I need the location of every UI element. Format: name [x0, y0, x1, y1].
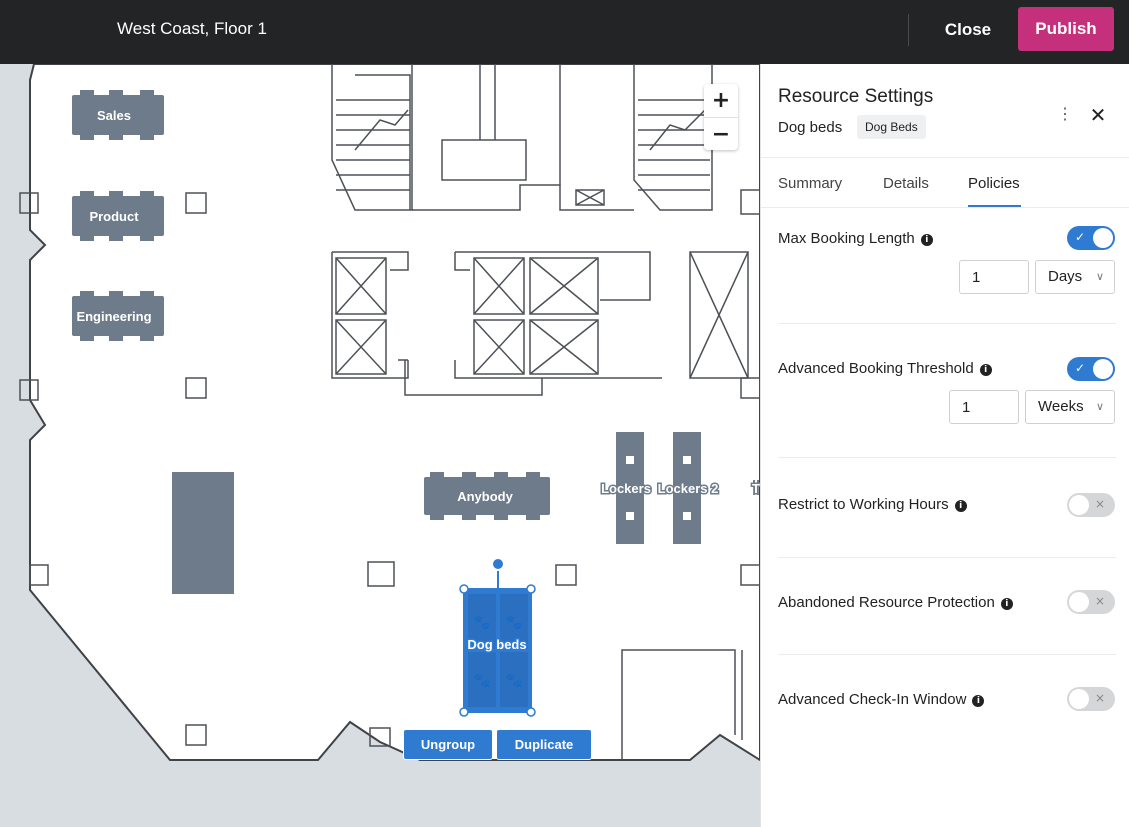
label-partial: T	[752, 481, 760, 496]
check-icon: ✓	[1075, 230, 1086, 244]
info-icon[interactable]: i	[972, 695, 985, 707]
select-value: Days	[1048, 268, 1083, 285]
floor-map[interactable]: 🐾 🐾 🐾 🐾 Sales Product Engineering Anybod…	[0, 64, 760, 827]
x-icon: ×	[1095, 497, 1106, 511]
top-bar: West Coast, Floor 1 Close Publish	[0, 0, 1129, 64]
advanced-booking-threshold-toggle[interactable]: ✓	[1067, 357, 1115, 381]
desk-group-sales[interactable]	[72, 90, 164, 140]
tab-details[interactable]: Details	[883, 175, 929, 192]
ungroup-button[interactable]: Ungroup	[403, 729, 493, 760]
label-dog-beds: Dog beds	[467, 637, 526, 652]
walls	[19, 64, 760, 760]
floor-title: West Coast, Floor 1	[117, 19, 267, 38]
chevron-down-icon: ∨	[1095, 400, 1104, 413]
label-sales: Sales	[97, 108, 131, 123]
resource-type-badge: Dog Beds	[857, 115, 926, 139]
resize-handle[interactable]	[459, 584, 469, 594]
policy-label: Abandoned Resource Protection	[778, 594, 995, 611]
tab-summary[interactable]: Summary	[778, 175, 843, 192]
policy-advanced-check-in-window: Advanced Check-In Window i	[778, 691, 985, 708]
toggle-knob	[1069, 689, 1089, 709]
chevron-down-icon: ∨	[1095, 270, 1104, 283]
zoom-in-button[interactable]: +	[704, 84, 738, 117]
info-icon[interactable]: i	[954, 500, 967, 512]
toggle-knob	[1069, 592, 1089, 612]
floor-plan-canvas[interactable]: 🐾 🐾 🐾 🐾 Sales Product Engineering Anybod…	[0, 64, 760, 827]
panel-title: Resource Settings	[778, 86, 934, 107]
more-options-icon[interactable]: ⋮	[1057, 106, 1073, 123]
policy-max-booking-length: Max Booking Length i	[778, 230, 933, 247]
max-booking-length-unit-select[interactable]: Days ∨	[1035, 260, 1115, 294]
advanced-booking-threshold-input[interactable]	[949, 390, 1019, 424]
active-tab-indicator	[968, 205, 1021, 207]
lockers-2-unit[interactable]	[673, 432, 701, 544]
toggle-knob	[1093, 359, 1113, 379]
label-lockers-2: Lockers 2	[658, 481, 719, 496]
advanced-booking-threshold-unit-select[interactable]: Weeks ∨	[1025, 390, 1115, 424]
max-booking-length-input[interactable]	[959, 260, 1029, 294]
zoom-controls: + −	[704, 84, 738, 150]
policy-restrict-working-hours: Restrict to Working Hours i	[778, 496, 967, 513]
zoom-out-button[interactable]: −	[704, 117, 738, 150]
close-button[interactable]: Close	[930, 8, 1006, 52]
toggle-knob	[1069, 495, 1089, 515]
publish-button[interactable]: Publish	[1018, 7, 1114, 51]
restrict-working-hours-toggle[interactable]: ×	[1067, 493, 1115, 517]
label-product: Product	[89, 209, 139, 224]
resize-handle[interactable]	[459, 707, 469, 717]
table-block[interactable]	[172, 472, 234, 594]
policy-label: Advanced Booking Threshold	[778, 360, 974, 377]
paw-icon: 🐾	[473, 673, 490, 689]
desk-group-engineering[interactable]	[72, 291, 164, 341]
policy-abandoned-resource-protection: Abandoned Resource Protection i	[778, 594, 1013, 611]
lockers-unit[interactable]	[616, 432, 644, 544]
resize-handle[interactable]	[526, 707, 536, 717]
paw-icon: 🐾	[505, 673, 522, 689]
paw-icon: 🐾	[505, 615, 522, 631]
resource-name: Dog beds	[778, 119, 843, 136]
close-icon[interactable]: ✕	[1089, 105, 1107, 127]
select-value: Weeks	[1038, 398, 1084, 415]
x-icon: ×	[1095, 691, 1106, 705]
dog-beds-group[interactable]: 🐾 🐾 🐾 🐾	[459, 557, 536, 717]
divider	[761, 207, 1129, 208]
divider	[761, 157, 1129, 158]
abandoned-resource-protection-toggle[interactable]: ×	[1067, 590, 1115, 614]
label-anybody: Anybody	[457, 489, 513, 504]
max-booking-length-toggle[interactable]: ✓	[1067, 226, 1115, 250]
desk-group-anybody[interactable]	[424, 472, 550, 520]
resize-handle[interactable]	[526, 584, 536, 594]
policy-label: Advanced Check-In Window	[778, 691, 967, 708]
info-icon[interactable]: i	[979, 364, 992, 376]
policy-label: Max Booking Length	[778, 230, 915, 247]
floor-outline	[29, 64, 760, 762]
advanced-check-in-window-toggle[interactable]: ×	[1067, 687, 1115, 711]
toggle-knob	[1093, 228, 1113, 248]
label-engineering: Engineering	[76, 309, 151, 324]
label-lockers: Lockers	[601, 481, 651, 496]
policy-label: Restrict to Working Hours	[778, 496, 949, 513]
divider	[778, 323, 1116, 324]
divider	[778, 557, 1116, 558]
x-icon: ×	[1095, 594, 1106, 608]
resource-settings-panel: Resource Settings Dog beds Dog Beds ⋮ ✕ …	[760, 64, 1129, 827]
policy-advanced-booking-threshold: Advanced Booking Threshold i	[778, 360, 992, 377]
topbar-divider	[908, 14, 909, 46]
paw-icon: 🐾	[473, 615, 490, 631]
tab-policies[interactable]: Policies	[968, 175, 1020, 192]
check-icon: ✓	[1075, 361, 1086, 375]
divider	[778, 654, 1116, 655]
divider	[778, 457, 1116, 458]
info-icon[interactable]: i	[920, 234, 933, 246]
desk-group-product[interactable]	[72, 191, 164, 241]
info-icon[interactable]: i	[1000, 598, 1013, 610]
duplicate-button[interactable]: Duplicate	[496, 729, 592, 760]
